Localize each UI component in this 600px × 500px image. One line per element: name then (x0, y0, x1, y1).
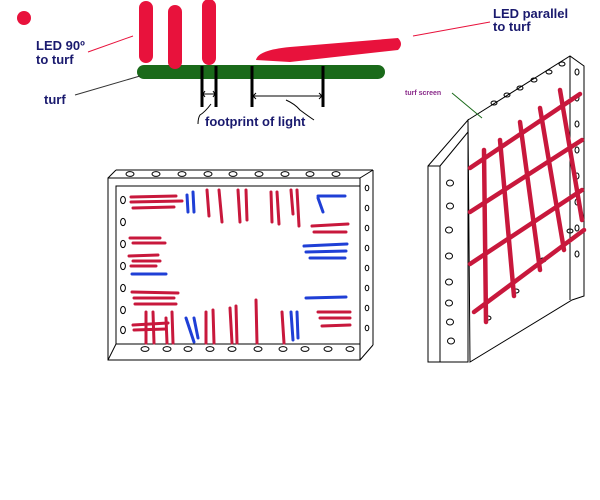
label-turf-screen: turf screen (405, 90, 441, 97)
label-led-parallel-line2: to turf (493, 19, 531, 34)
label-turf: turf (44, 92, 66, 107)
led-90-pointer (87, 35, 134, 53)
red-led-strips (127, 188, 352, 345)
bottom-holes (140, 346, 355, 352)
led-parallel-pointer (412, 21, 491, 37)
red-dot-marker (17, 11, 31, 25)
led-parallel-bar (256, 38, 401, 62)
footprint-arrow (252, 92, 323, 100)
footprint-brace (197, 103, 212, 125)
front-view-box (107, 169, 374, 361)
top-rail-holes (490, 61, 566, 106)
label-led-90-line2: to turf (36, 52, 74, 67)
label-led-parallel-line1: LED parallel (493, 6, 568, 21)
turf-screen-pointer (451, 92, 483, 119)
footprint-arrow (202, 90, 216, 98)
turf-pointer (74, 75, 141, 96)
side-view-diagram: LED 90º to turf turf LED parallel to tur… (17, 0, 568, 129)
label-led-90-line1: LED 90º (36, 38, 85, 53)
label-footprint: footprint of light (205, 114, 306, 129)
right-holes (364, 184, 370, 332)
footprint-brace (285, 99, 315, 121)
front-frame-holes (445, 179, 455, 345)
left-holes (120, 195, 126, 335)
blue-led-strips (130, 190, 349, 344)
top-holes (125, 171, 341, 177)
perspective-view-box: turf screen (405, 55, 587, 363)
turf-screen-grid (467, 87, 587, 325)
